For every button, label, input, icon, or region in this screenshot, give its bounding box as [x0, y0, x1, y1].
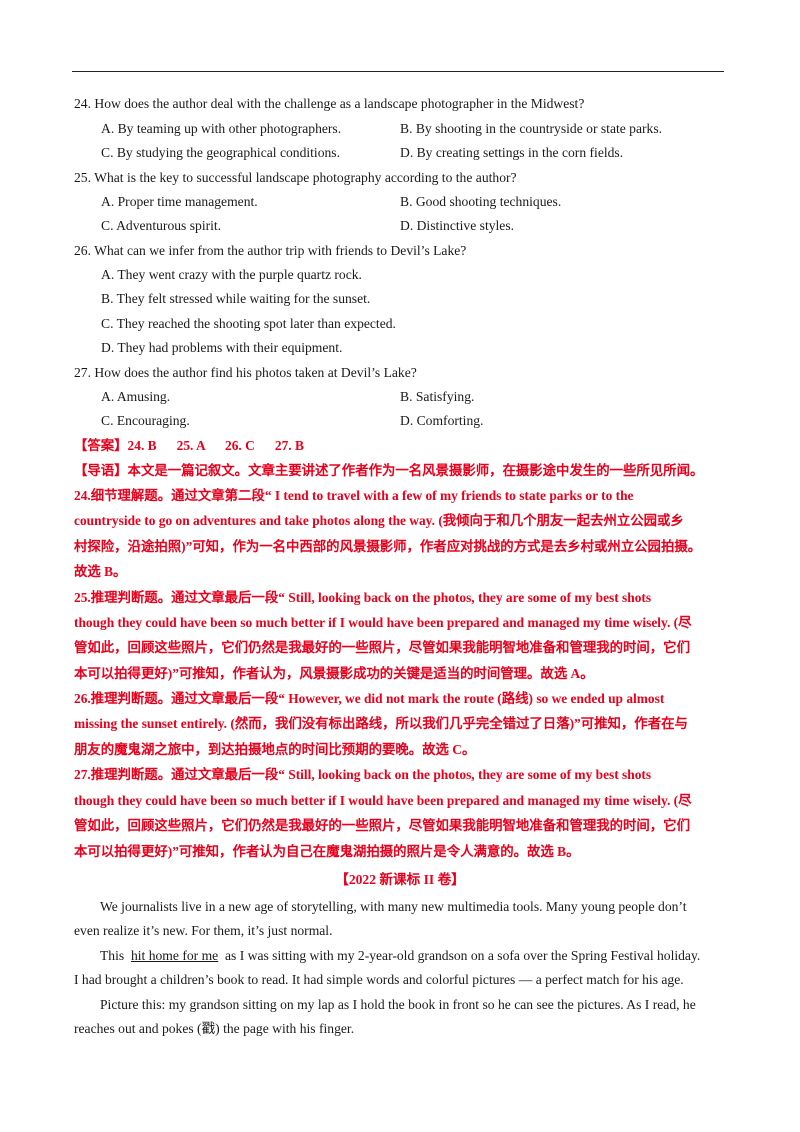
passage-line: Picture this: my grandson sitting on my …	[100, 997, 696, 1012]
analysis-line: 【导语】本文是一篇记叙文。文章主要讲述了作者作为一名风景摄影师，在摄影途中发生的…	[74, 463, 704, 478]
question-24-option-d: D. By creating settings in the corn fiel…	[400, 145, 624, 160]
analysis-line: 25.推理判断题。通过文章最后一段“ Still, looking back o…	[74, 590, 652, 605]
passage-line: even realize it’s new. For them, it’s ju…	[74, 923, 333, 938]
analysis-line: countryside to go on adventures and take…	[74, 513, 684, 528]
question-24-option-a: A. By teaming up with other photographer…	[101, 121, 342, 136]
analysis-line: 本可以拍得更好)”可推知，作者认为自己在魔鬼湖拍摄的照片是令人满意的。故选 B。	[74, 844, 580, 859]
analysis-line: missing the sunset entirely. (然而，我们没有标出路…	[74, 716, 688, 731]
question-27-option-c: C. Encouraging.	[101, 413, 190, 428]
analysis-line: though they could have been so much bett…	[74, 615, 692, 630]
question-26-stem: 26. What can we infer from the author tr…	[74, 243, 467, 258]
analysis-line: 27.推理判断题。通过文章最后一段“ Still, looking back o…	[74, 767, 652, 782]
question-27-option-d: D. Comforting.	[400, 413, 484, 428]
question-27-option-a: A. Amusing.	[101, 389, 171, 404]
analysis-line: 村探险，沿途拍照)”可知，作为一名中西部的风景摄影师，作者应对挑战的方式是去乡村…	[74, 539, 702, 554]
analysis-line: 故选 B。	[74, 564, 127, 579]
analysis-line: 26.推理判断题。通过文章最后一段“ However, we did not m…	[74, 691, 665, 706]
answer-key: 【答案】24. B 25. A 26. C 27. B	[74, 438, 304, 453]
question-26-option-c: C. They reached the shooting spot later …	[101, 316, 396, 331]
analysis-line: 管如此，回顾这些照片，它们仍然是我最好的一些照片，尽管如果我能明智地准备和管理我…	[74, 640, 690, 655]
analysis-line: 管如此，回顾这些照片，它们仍然是我最好的一些照片，尽管如果我能明智地准备和管理我…	[74, 818, 690, 833]
question-24-option-c: C. By studying the geographical conditio…	[101, 145, 340, 160]
header-rule	[72, 71, 724, 72]
analysis-line: though they could have been so much bett…	[74, 793, 692, 808]
question-26-option-a: A. They went crazy with the purple quart…	[101, 267, 362, 282]
question-25-option-b: B. Good shooting techniques.	[400, 194, 562, 209]
question-27-option-b: B. Satisfying.	[400, 389, 475, 404]
passage-line: This hit home for me as I was sitting wi…	[100, 946, 700, 966]
passage-text: as I was sitting with my 2-year-old gran…	[218, 948, 701, 963]
question-25-option-d: D. Distinctive styles.	[400, 218, 515, 233]
passage-line: We journalists live in a new age of stor…	[100, 899, 687, 914]
passage-text: This	[100, 948, 131, 963]
question-24-stem: 24. How does the author deal with the ch…	[74, 96, 585, 111]
analysis-line: 24.细节理解题。通过文章第二段“ I tend to travel with …	[74, 488, 634, 503]
underlined-phrase: hit home for me	[130, 948, 219, 963]
analysis-line: 朋友的魔鬼湖之旅中，到达拍摄地点的时间比预期的要晚。故选 C。	[74, 742, 476, 757]
question-27-stem: 27. How does the author find his photos …	[74, 365, 417, 380]
question-25-option-c: C. Adventurous spirit.	[101, 218, 222, 233]
question-26-option-d: D. They had problems with their equipmen…	[101, 340, 343, 355]
passage-line: I had brought a children’s book to read.…	[74, 972, 684, 987]
question-25-stem: 25. What is the key to successful landsc…	[74, 170, 517, 185]
passage-line: reaches out and pokes (戳) the page with …	[74, 1021, 355, 1036]
question-24-option-b: B. By shooting in the countryside or sta…	[400, 121, 663, 136]
section-title: 【2022 新课标 II 卷】	[335, 872, 465, 887]
question-26-option-b: B. They felt stressed while waiting for …	[101, 291, 371, 306]
analysis-line: 本可以拍得更好)”可推知，作者认为，风景摄影成功的关键是适当的时间管理。故选 A…	[74, 666, 594, 681]
question-25-option-a: A. Proper time management.	[101, 194, 258, 209]
